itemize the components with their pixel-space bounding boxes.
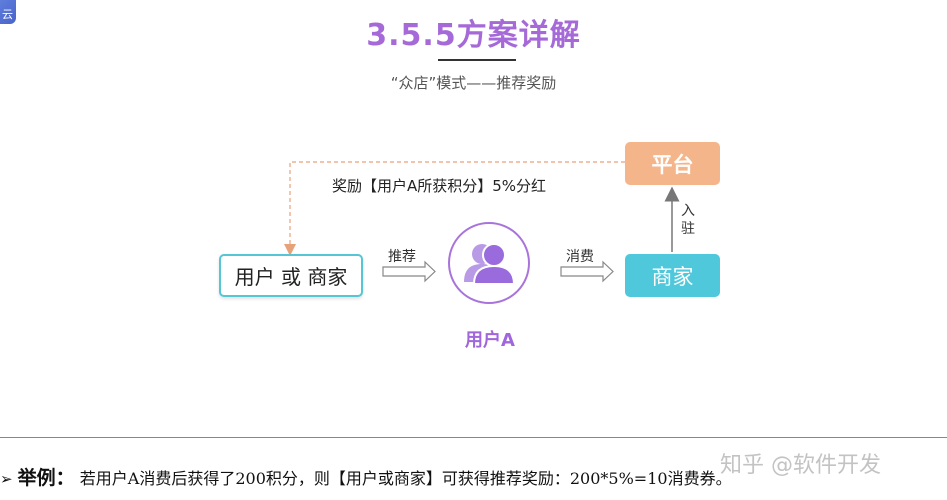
example-text: 若用户A消费后获得了200积分，则【用户或商家】可获得推荐奖励：200*5%=1… [79,469,732,488]
user-a-label: 用户A [465,330,515,351]
consume-arrow [560,260,614,283]
recommend-label: 推荐 [388,249,416,265]
page-title: 3.5.5方案详解 [366,18,581,53]
user-a-circle [448,222,530,304]
page-subtitle: “众店”模式——推荐奖励 [390,74,557,92]
merchant-box: 商家 [625,254,720,297]
arrow-bullet-icon: ➢ [0,470,13,488]
example-label: 举例： [17,467,75,489]
reward-label: 奖励【用户A所获积分】5%分红 [332,177,547,195]
recommend-arrow [382,260,436,283]
user-group-icon [464,243,516,285]
bottom-divider [0,437,947,438]
user-or-merchant-box: 用户 或 商家 [219,254,363,297]
platform-box: 平台 [625,142,720,185]
title-underline [438,59,516,61]
corner-logo: 云 [0,0,16,24]
settle-label: 入驻 [681,203,695,237]
consume-label: 消费 [566,249,594,265]
corner-logo-text: 云 [2,8,13,21]
reward-dashed-line [284,161,625,256]
watermark: 知乎 @软件开发 [720,453,881,478]
example-row: ➢ 举例： 若用户A消费后获得了200积分，则【用户或商家】可获得推荐奖励：20… [0,463,947,490]
